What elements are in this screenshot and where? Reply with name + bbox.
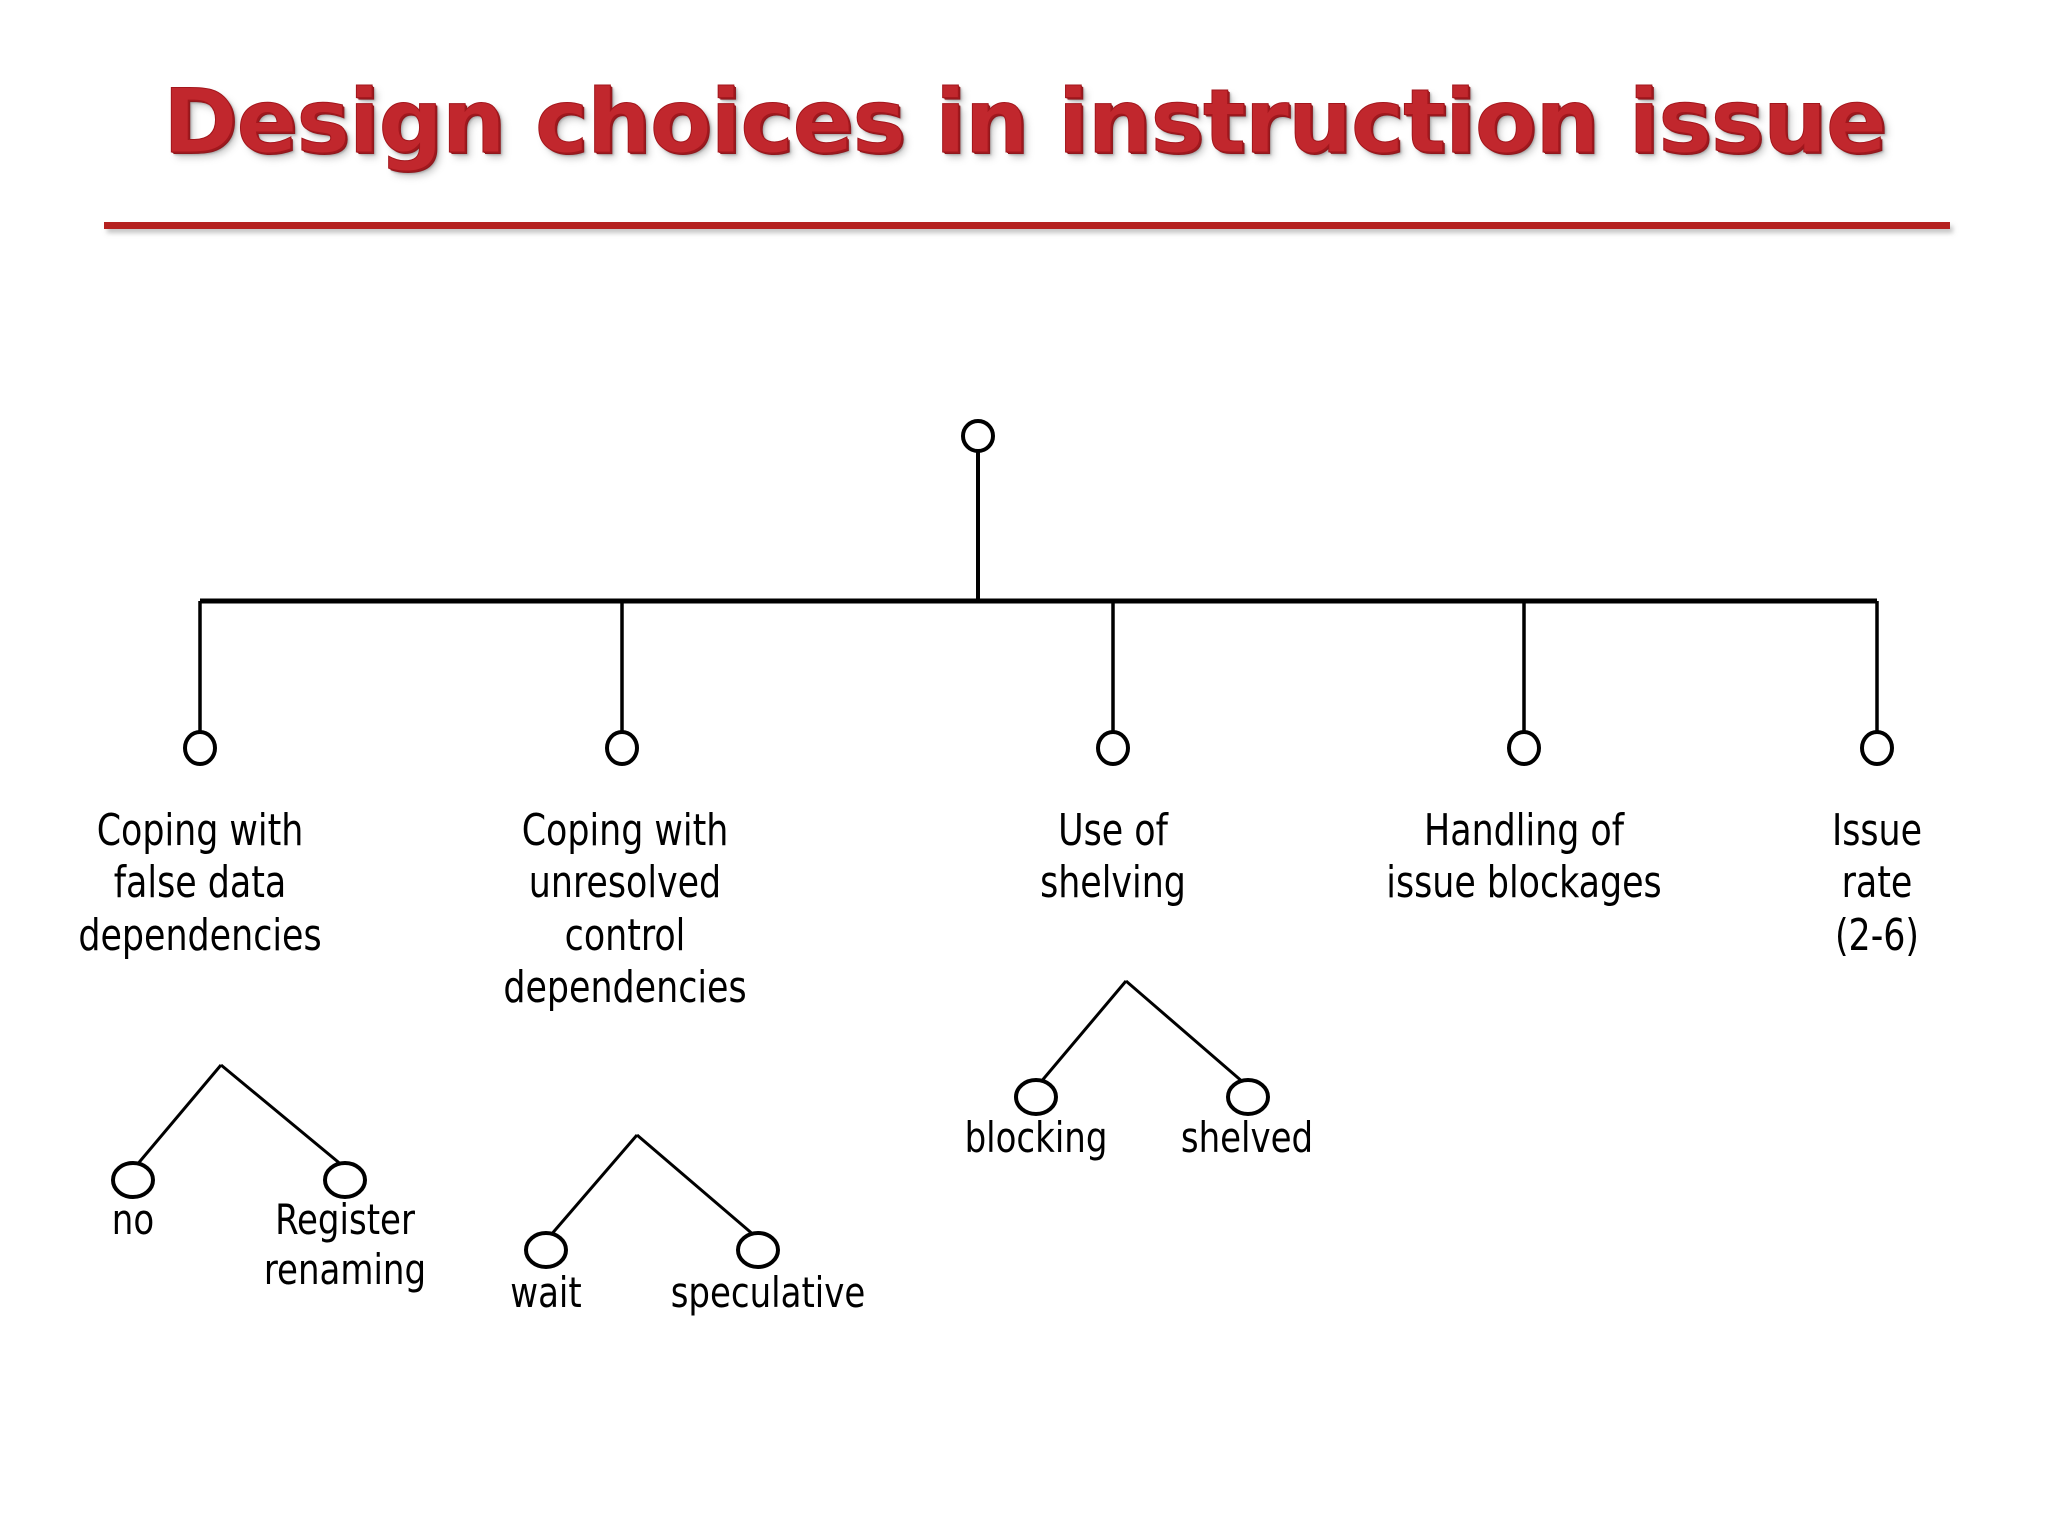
edge-branch1-to-register-renaming bbox=[220, 1063, 344, 1168]
label-wait: wait bbox=[510, 1268, 582, 1317]
node-handling-of-issue-blockages[interactable] bbox=[1507, 730, 1541, 766]
edge-branch1-to-no bbox=[134, 1064, 223, 1167]
label-register-renaming: Register renaming bbox=[263, 1195, 427, 1294]
node-root[interactable] bbox=[961, 419, 995, 453]
page-title: Design choices in instruction issue bbox=[162, 70, 1887, 173]
label-speculative: speculative bbox=[670, 1268, 866, 1317]
node-register-renaming[interactable] bbox=[323, 1161, 367, 1199]
title-block: Design choices in instruction issue bbox=[0, 70, 2048, 174]
node-blocking[interactable] bbox=[1014, 1078, 1058, 1116]
node-shelved[interactable] bbox=[1226, 1078, 1270, 1116]
label-no: no bbox=[111, 1195, 155, 1244]
node-false-data-dependencies[interactable] bbox=[183, 730, 217, 766]
label-handling-of-issue-blockages: Handling of issue blockages bbox=[1386, 805, 1662, 909]
label-false-data-dependencies: Coping with false data dependencies bbox=[78, 805, 322, 961]
edge-branch3-to-shelved bbox=[1125, 979, 1245, 1085]
label-shelved: shelved bbox=[1180, 1113, 1314, 1162]
label-issue-rate: Issue rate (2-6) bbox=[1831, 805, 1923, 961]
node-issue-rate[interactable] bbox=[1860, 730, 1894, 766]
label-blocking: blocking bbox=[964, 1113, 1108, 1162]
node-use-of-shelving[interactable] bbox=[1096, 730, 1130, 766]
edge-branch2-to-speculative bbox=[636, 1133, 756, 1238]
node-no[interactable] bbox=[111, 1161, 155, 1199]
edge-branch3-to-blocking bbox=[1038, 980, 1128, 1084]
node-speculative[interactable] bbox=[736, 1231, 780, 1269]
label-use-of-shelving: Use of shelving bbox=[1040, 805, 1186, 909]
edge-branch2-to-wait bbox=[548, 1134, 639, 1237]
node-wait[interactable] bbox=[524, 1231, 568, 1269]
label-unresolved-control-dependencies: Coping with unresolved control dependenc… bbox=[503, 805, 747, 1014]
node-unresolved-control-dependencies[interactable] bbox=[605, 730, 639, 766]
title-underline bbox=[104, 222, 1950, 229]
